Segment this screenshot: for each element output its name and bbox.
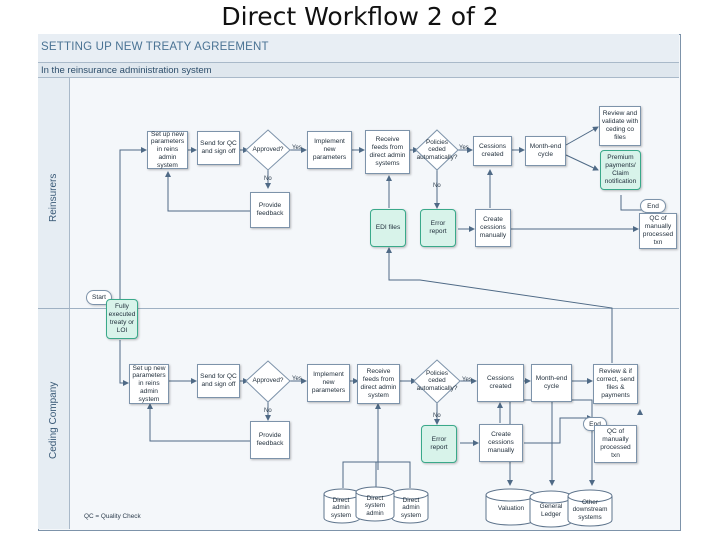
decision-approved-reinsurers	[245, 129, 291, 171]
lane-header-reinsurers	[38, 78, 70, 308]
direct-admin-system-2-label: Direct system admin	[364, 494, 386, 517]
ceding-month-end-cycle: Month-end cycle	[531, 364, 572, 402]
reins-review-validate: Review and validate with ceding co files	[599, 106, 641, 146]
reins-send-qc: Send for QC and sign off	[197, 131, 240, 165]
reins-yes-label-1: Yes	[292, 145, 302, 151]
reins-provide-feedback: Provide feedback	[250, 192, 290, 228]
ceding-no-label-2: No	[433, 413, 441, 419]
reins-implement-parameters: Implement new parameters	[307, 131, 352, 169]
ceding-implement-parameters: Implement new parameters	[307, 364, 350, 402]
lane-header-ceding	[38, 309, 70, 529]
reins-qc-manual: QC of manually processed txn	[639, 213, 677, 249]
diagram-frame	[38, 34, 681, 531]
start-terminal: Start	[86, 290, 112, 305]
reins-yes-label-2: Yes	[459, 145, 469, 151]
ceding-create-cessions-manually: Create cessions manually	[479, 424, 523, 462]
reins-policies-ceded-text: Policies ceded automatically?	[416, 138, 458, 161]
valuation-label: Valuation	[497, 505, 525, 513]
lane-divider	[38, 308, 679, 309]
ceding-error-report: Error report	[421, 425, 457, 463]
connector-start-to-reins-setup	[119, 147, 147, 300]
other-downstream-label: Other downstream systems	[572, 498, 608, 521]
cylinder-direct-admin-3	[391, 494, 429, 524]
decision-approved-ceding	[245, 360, 291, 403]
legend-qc: QC = Quality Check	[84, 513, 141, 520]
fully-executed-treaty: Fully executed treaty or LOI	[106, 299, 138, 339]
reins-cessions-created: Cessions created	[473, 136, 512, 166]
ceding-setup-parameters: Set up new parameters in reins admin sys…	[129, 364, 169, 404]
diagram-subheader: In the reinsurance administration system	[41, 65, 212, 76]
page-title: Direct Workflow 2 of 2	[221, 2, 499, 31]
ceding-qc-manual: QC of manually processed txn	[594, 425, 637, 463]
reins-approved-text: Approved?	[252, 146, 284, 154]
direct-admin-system-3-label: Direct admin system	[400, 496, 422, 519]
decision-policies-ceded-reinsurers	[415, 129, 459, 171]
reins-create-cessions-manually: Create cessions manually	[475, 209, 511, 247]
header-band	[38, 34, 679, 63]
ceding-approved-text: Approved?	[252, 377, 284, 385]
general-ledger-label: General Ledger	[539, 503, 563, 518]
subheader-band	[38, 63, 679, 78]
ceding-yes-label-2: Yes	[462, 377, 472, 383]
reins-edi-files: EDI files	[370, 209, 406, 247]
ceding-receive-feeds: Receive feeds from direct admin system	[357, 364, 400, 404]
ceding-cessions-created: Cessions created	[477, 364, 524, 402]
direct-admin-system-1-label: Direct admin system	[330, 496, 352, 519]
reins-premium-payments: Premium payments/ Claim notification	[600, 150, 641, 190]
ceding-policies-ceded-text: Policies ceded automatically?	[416, 369, 458, 392]
reins-no-label-2: No	[433, 183, 441, 189]
decision-policies-ceded-ceding	[413, 359, 461, 404]
cylinder-direct-admin-2	[355, 492, 395, 522]
reins-error-report: Error report	[420, 209, 456, 247]
ceding-provide-feedback: Provide feedback	[250, 421, 290, 459]
ceding-send-qc: Send for QC and sign off	[197, 364, 240, 398]
reins-no-label-1: No	[264, 176, 272, 182]
reins-month-end-cycle: Month-end cycle	[525, 136, 566, 166]
reins-receive-feeds: Receive feeds from direct admin systems	[365, 130, 410, 174]
reins-end-terminal: End	[640, 199, 666, 213]
reins-setup-parameters: Set up new parameters in reins admin sys…	[147, 131, 188, 169]
ceding-yes-label-1: Yes	[292, 376, 302, 382]
cylinder-other-downstream	[567, 496, 613, 527]
diagram-header-title: SETTING UP NEW TREATY AGREEMENT	[41, 41, 269, 53]
ceding-review-if-correct: Review & if correct, send files & paymen…	[593, 364, 638, 404]
ceding-no-label-1: No	[264, 408, 272, 414]
